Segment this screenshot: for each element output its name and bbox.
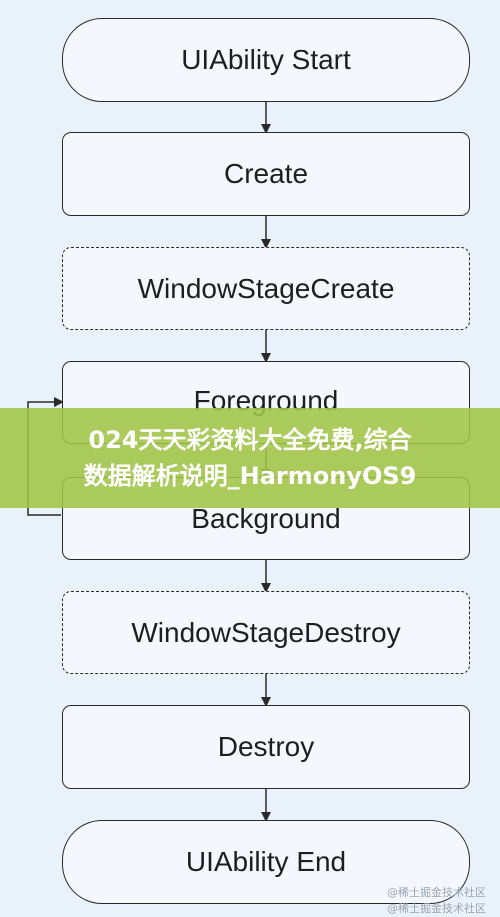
node-destroy: Destroy bbox=[62, 705, 470, 789]
banner-line-2: 数据解析说明_HarmonyOS9 bbox=[83, 462, 417, 490]
watermark-2: @稀土掘金技术社区 bbox=[387, 902, 486, 915]
node-uiability-end: UIAbility End bbox=[62, 820, 470, 904]
node-windowstagedestroy: WindowStageDestroy bbox=[62, 591, 470, 674]
banner-line-1: 024天天彩资料大全免费,综合 bbox=[88, 426, 412, 454]
watermark-1: @稀土掘金技术社区 bbox=[387, 886, 486, 899]
node-windowstagecreate: WindowStageCreate bbox=[62, 247, 470, 330]
node-create: Create bbox=[62, 132, 470, 216]
overlay-banner: 024天天彩资料大全免费,综合 数据解析说明_HarmonyOS9 bbox=[0, 408, 500, 508]
node-uiability-start: UIAbility Start bbox=[62, 18, 470, 102]
